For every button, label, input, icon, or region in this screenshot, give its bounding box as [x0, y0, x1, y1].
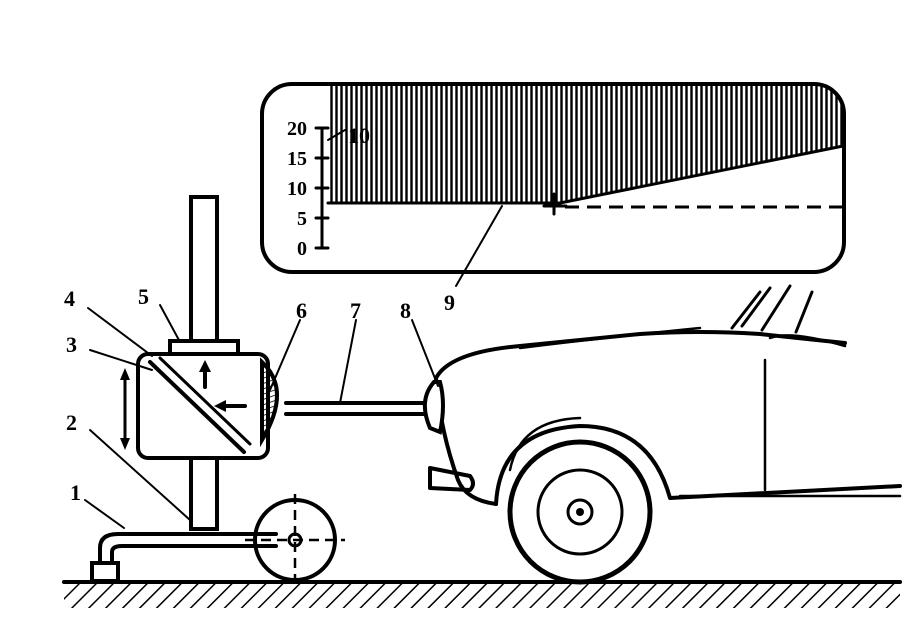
scale-tick-10: 10: [287, 178, 307, 200]
label-6: 6: [296, 298, 307, 323]
scale-tick-5: 5: [297, 208, 307, 230]
label-7: 7: [350, 298, 361, 323]
optical-chamber: [120, 339, 279, 460]
label-4: 4: [64, 286, 75, 311]
label-2: 2: [66, 410, 77, 435]
label-1: 1: [70, 480, 81, 505]
label-3: 3: [66, 332, 77, 357]
car: [422, 284, 902, 585]
scale-tick-20: 20: [287, 118, 307, 140]
label-10: 10: [348, 123, 370, 148]
label-9: 9: [444, 290, 455, 315]
label-5: 5: [138, 284, 149, 309]
label-8: 8: [400, 298, 411, 323]
light-spot-shading: [328, 84, 844, 203]
measuring-screen: 20 15 10 5 0: [260, 82, 846, 274]
leader-lines: [84, 205, 503, 529]
scale-tick-15: 15: [287, 148, 307, 170]
part-labels: 1 2 3 4 5 6 7 8 9 10: [64, 123, 455, 505]
ground: [62, 580, 902, 608]
measuring-rod: [284, 401, 432, 416]
scale-tick-0: 0: [297, 238, 307, 260]
screen-scale: 20 15 10 5 0: [287, 118, 330, 260]
